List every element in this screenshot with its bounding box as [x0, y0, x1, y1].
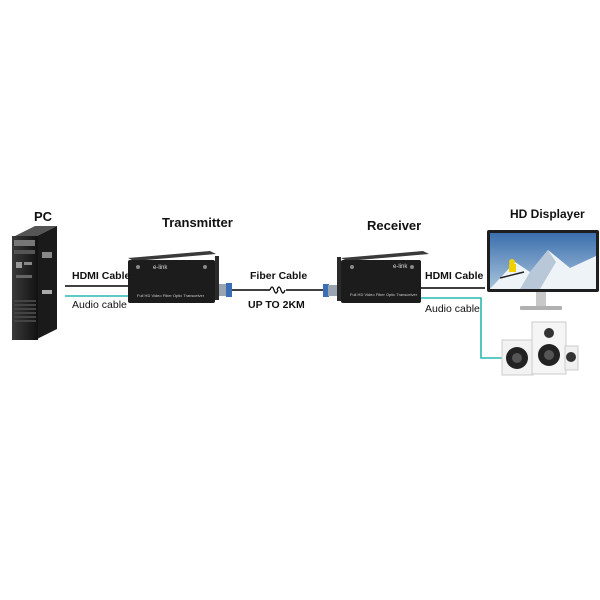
transmitter-label: Transmitter [162, 215, 233, 230]
speakers-image [501, 321, 579, 376]
fiber-cable-label: Fiber Cable [250, 270, 308, 282]
transmitter-caption: Full HD Video Fiber Optic Transceiver [137, 293, 205, 298]
receiver-device [323, 251, 429, 303]
pc-label: PC [34, 209, 53, 224]
receiver-brand: e-link [393, 264, 408, 270]
receiver-label: Receiver [367, 218, 422, 233]
pc-tower-image [12, 226, 57, 340]
hdmi-cable-label-right: HDMI Cable [425, 270, 484, 282]
transmitter-brand: e-link [153, 265, 168, 271]
transmitter-device [128, 251, 232, 303]
fiber-cable-line [232, 286, 324, 294]
audio-cable-label-right: Audio cable [425, 303, 480, 315]
receiver-caption: Full HD Video Fiber Optic Transceiver [350, 292, 418, 297]
audio-cable-line-right [421, 297, 503, 359]
hd-displayer-label: HD Displayer [510, 207, 585, 221]
hdmi-cable-label-left: HDMI Cable [72, 270, 131, 282]
monitor-image [487, 230, 599, 310]
distance-label: UP TO 2KM [248, 299, 305, 311]
audio-cable-label-left: Audio cable [72, 299, 127, 311]
